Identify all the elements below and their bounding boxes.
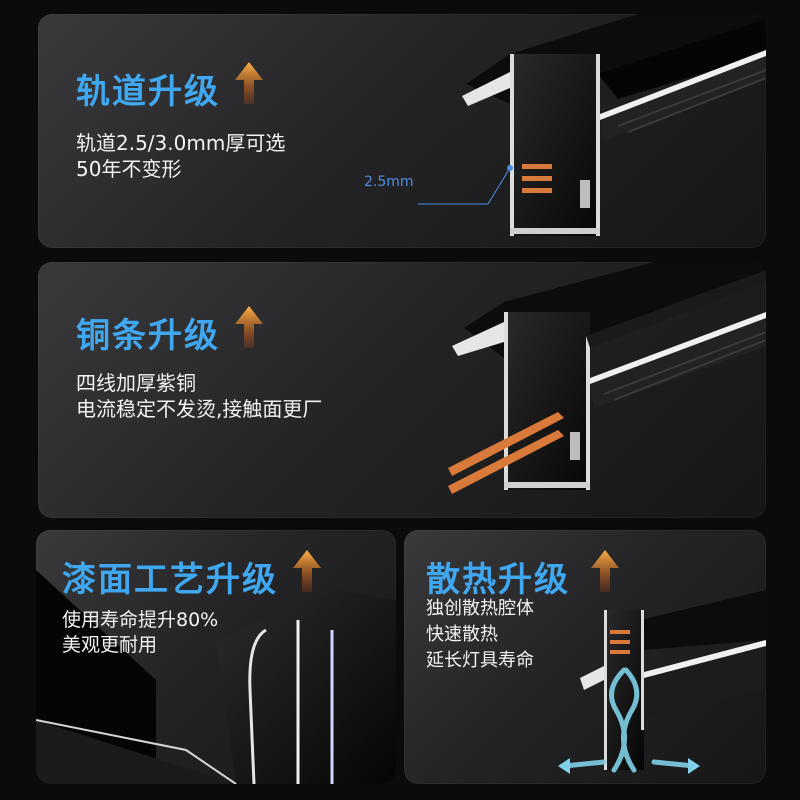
desc-line: 50年不变形 [76, 157, 182, 181]
coating-closeup-illustration [36, 570, 396, 784]
panel-heat-dissipation-upgrade: 散热升级 独创散热腔体 快速散热 延长灯具寿命 [404, 530, 766, 784]
desc-line: 独创散热腔体 [426, 598, 534, 619]
up-arrow-icon [591, 550, 619, 592]
desc-line: 四线加厚紫铜 [76, 371, 196, 395]
panel-copper-upgrade: 铜条升级 四线加厚紫铜 电流稳定不发烫,接触面更厂 [38, 262, 766, 518]
panel-title: 散热升级 [426, 560, 570, 600]
up-arrow-icon [235, 306, 263, 348]
copper-track-illustration [448, 262, 766, 494]
desc-line: 轨道2.5/3.0mm厚可选 [76, 131, 286, 155]
desc-line: 美观更耐用 [62, 633, 158, 656]
track-profile-illustration [418, 14, 766, 236]
thickness-label: 2.5mm [364, 174, 414, 190]
panel-description: 使用寿命提升80% 美观更耐用 [62, 608, 218, 657]
desc-line: 使用寿命提升80% [62, 609, 219, 631]
panel-title: 漆面工艺升级 [62, 560, 278, 600]
panel-description: 轨道2.5/3.0mm厚可选 50年不变形 [76, 130, 285, 182]
panel-description: 独创散热腔体 快速散热 延长灯具寿命 [426, 596, 534, 674]
desc-line: 电流稳定不发烫,接触面更厂 [76, 397, 323, 421]
heat-dissipation-illustration [558, 590, 766, 774]
desc-line: 延长灯具寿命 [426, 650, 534, 672]
up-arrow-icon [293, 550, 321, 592]
panel-title: 铜条升级 [76, 316, 220, 356]
panel-coating-upgrade: 漆面工艺升级 使用寿命提升80% 美观更耐用 [36, 530, 396, 784]
up-arrow-icon [235, 62, 263, 104]
panel-track-upgrade: 轨道升级 轨道2.5/3.0mm厚可选 50年不变形 [38, 14, 766, 248]
desc-line: 快速散热 [426, 624, 498, 646]
panel-title: 轨道升级 [76, 72, 220, 112]
panel-description: 四线加厚紫铜 电流稳定不发烫,接触面更厂 [76, 370, 322, 422]
